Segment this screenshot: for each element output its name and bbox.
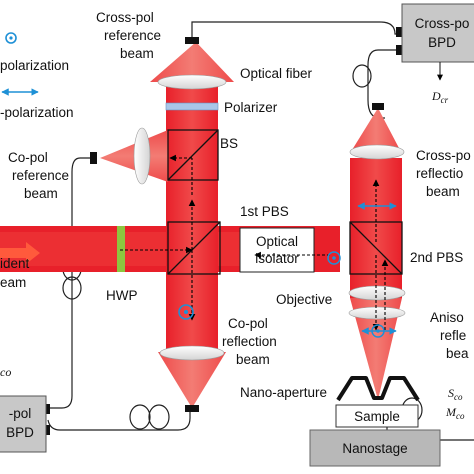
polarizer — [165, 102, 219, 111]
optical-fiber-label: Optical fiber — [240, 66, 313, 81]
first-pbs-label: 1st PBS — [240, 204, 289, 219]
cross-pol-reference-beam-label-1: Cross-pol — [96, 10, 154, 25]
incident-beam-label-2: eam — [0, 275, 26, 290]
d-cr-symbol: Dcr — [431, 89, 449, 105]
lenses — [157, 74, 406, 361]
second-pbs-label: 2nd PBS — [410, 250, 463, 265]
cross-polarization-icon — [5, 32, 17, 44]
aniso-label-3: bea — [446, 346, 469, 361]
optical-fibers — [47, 21, 474, 441]
optical-isolator-label-2: isolator — [255, 251, 299, 266]
sample-stage: Sample Nanostage — [309, 376, 441, 467]
labels: Cross-pol reference beam Optical fiber P… — [0, 10, 471, 421]
co-pol-reflection-label-3: beam — [236, 352, 270, 367]
co-pol-bpd: -pol BPD co — [0, 365, 47, 453]
legend-cross-polarization-label: polarization — [0, 58, 69, 73]
co-pol-bpd-label-2: BPD — [6, 425, 34, 440]
first-pbs — [167, 221, 221, 275]
legend: polarization -polarization — [0, 32, 74, 120]
co-pol-reference-cone — [100, 127, 168, 185]
incident-beam-label-1: ident — [0, 256, 30, 271]
co-pol-reflection-label-1: Co-pol — [228, 316, 268, 331]
co-pol-reference-beam-label-3: beam — [24, 186, 58, 201]
cross-pol-reference-beam-label-3: beam — [120, 46, 154, 61]
aniso-label-1: Aniso — [430, 310, 464, 325]
bs-label: BS — [220, 136, 238, 151]
co-pol-bpd-label-1: -pol — [9, 406, 32, 421]
cross-pol-bpd: Cross-po BPD Dcr — [401, 3, 474, 105]
hwp-label: HWP — [106, 288, 138, 303]
cross-pol-reflection-label-1: Cross-po — [416, 148, 471, 163]
cross-polarization-dot-icon — [9, 36, 13, 40]
nano-aperture-label: Nano-aperture — [240, 385, 327, 400]
co-pol-reflection-label-2: reflection — [222, 334, 277, 349]
cross-pol-bpd-label-2: BPD — [428, 35, 456, 50]
co-pol-reference-beam-label-1: Co-pol — [8, 150, 48, 165]
d-co-subscript: co — [0, 365, 11, 379]
sample-label: Sample — [354, 409, 400, 424]
polarizer-label: Polarizer — [224, 100, 278, 115]
incident-arrow-icon — [0, 242, 40, 264]
nanostage-label: Nanostage — [342, 441, 407, 456]
cross-pol-reference-beam-label-2: reference — [104, 28, 161, 43]
cross-pol-reflection-label-2: reflectio — [416, 166, 463, 181]
optical-isolator: Optical isolator — [239, 227, 315, 273]
objective-label: Objective — [276, 292, 332, 307]
fiber-connectors — [44, 27, 402, 435]
polarization-markers — [178, 202, 397, 338]
cross-pol-bpd-label-1: Cross-po — [415, 16, 470, 31]
cross-pol-reflection-label-3: beam — [426, 184, 460, 199]
m-co-symbol: Mco — [445, 405, 465, 421]
legend-co-polarization-label: -polarization — [0, 105, 74, 120]
s-co-symbol: Sco — [448, 386, 463, 402]
beam-path-arrows — [120, 154, 389, 331]
half-wave-plate — [117, 226, 125, 272]
optical-isolator-label-1: Optical — [256, 234, 298, 249]
aniso-label-2: refle — [440, 328, 466, 343]
co-pol-reference-beam-label-2: reference — [12, 168, 69, 183]
second-pbs-column-beam — [350, 108, 402, 400]
beam-splitter — [167, 129, 219, 181]
